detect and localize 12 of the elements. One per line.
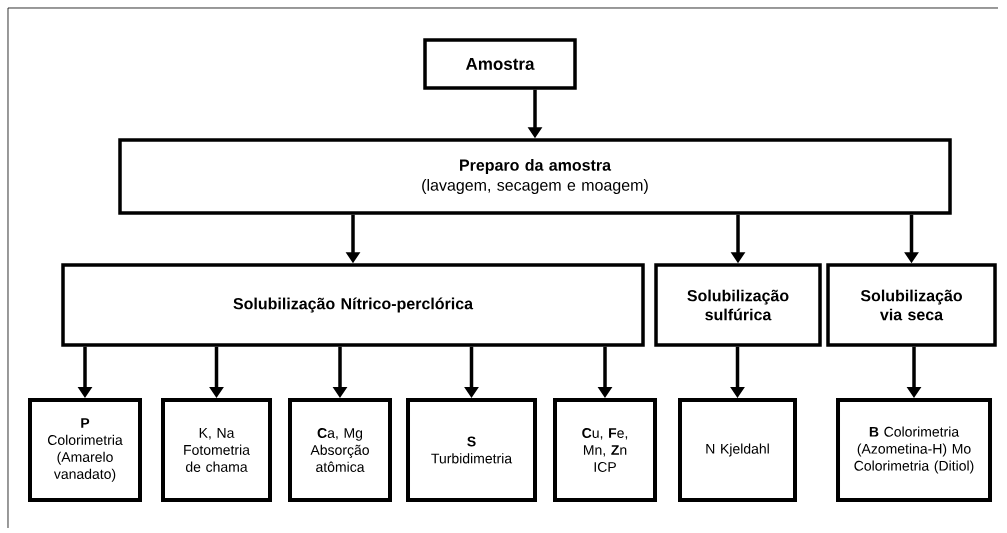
method-box: P Colorimetria (Amarelo vanadato) — [28, 398, 142, 502]
sample-box: Amostra — [423, 38, 577, 90]
process-box: Preparo da amostra (lavagem, secagem e moagem) — [118, 138, 952, 215]
method-box: K, Na Fotometria de chama — [161, 398, 272, 502]
method-box: Cu, Fe, Mn, Zn ICP — [553, 398, 657, 502]
method-box: S Turbidimetria — [406, 398, 537, 502]
process-box: Solubilização sulfúrica — [654, 263, 822, 347]
method-box: N Kjeldahl — [678, 398, 797, 502]
process-box: Solubilização Nítrico-perclórica — [61, 263, 645, 347]
method-box: B Colorimetria (Azometina-H) Mo Colorimetria (Ditiol) — [836, 398, 992, 502]
method-box: Ca, Mg Absorção atômica — [288, 398, 392, 502]
process-box: Solubilização via seca — [826, 263, 997, 347]
